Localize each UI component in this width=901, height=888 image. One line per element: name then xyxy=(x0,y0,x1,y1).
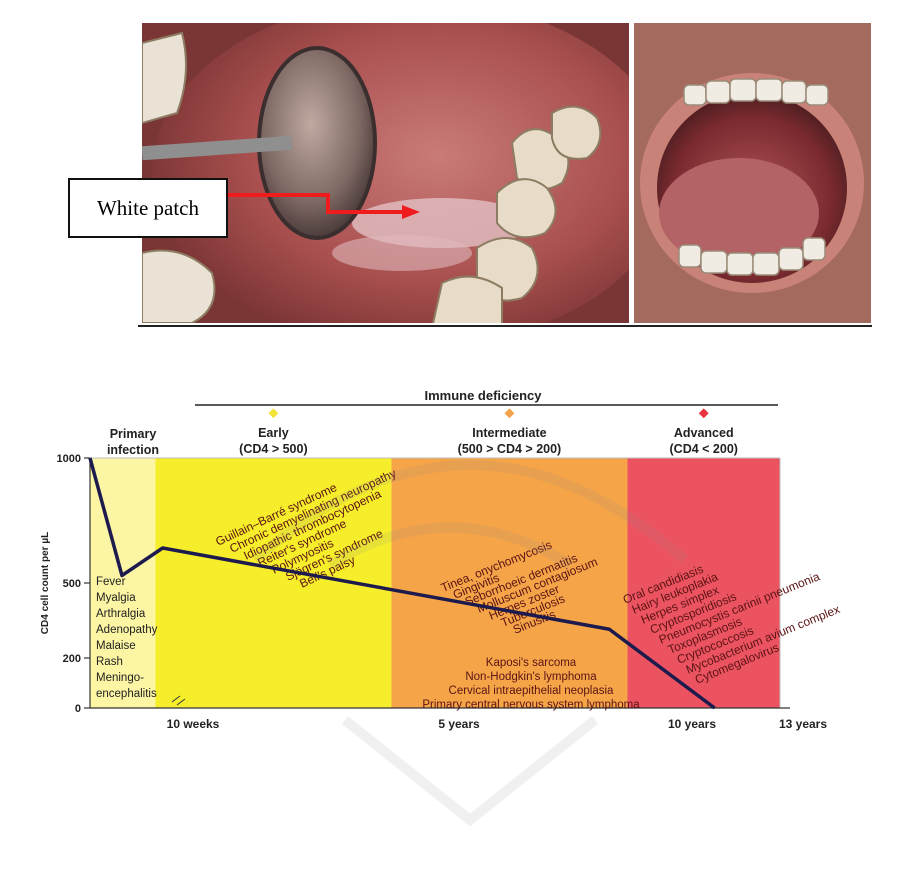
stage-marker-4 xyxy=(698,408,709,419)
y-tick-label: 0 xyxy=(75,703,81,715)
white-patch-label: White patch xyxy=(68,178,228,238)
y-axis: 0 200 500 1000 xyxy=(57,453,91,715)
primary-symptom: Fever xyxy=(96,576,126,588)
photo-underline xyxy=(138,325,872,327)
callout-arrow xyxy=(228,193,420,219)
stage-titles: Primary infection Early (CD4 > 500) Intermed… xyxy=(107,408,738,457)
primary-symptom: Meningo- xyxy=(96,672,144,684)
stage-title-3: Intermediate xyxy=(472,426,546,440)
stage-title-primary-2: infection xyxy=(107,443,159,457)
stage-band-4 xyxy=(627,458,780,708)
malignancy-label: Non-Hodgkin's lymphoma xyxy=(465,671,597,683)
stage-range-3: (500 > CD4 > 200) xyxy=(458,442,562,456)
axis-break-mark xyxy=(171,695,186,706)
x-tick-label: 10 weeks xyxy=(167,717,220,731)
stage-title-4: Advanced xyxy=(674,426,734,440)
primary-symptom: Myalgia xyxy=(96,592,136,604)
stage-band-3 xyxy=(391,458,628,708)
primary-symptom: Arthralgia xyxy=(96,608,146,620)
chart-header: Immune deficiency xyxy=(424,388,542,403)
stage-bands xyxy=(90,458,780,708)
malignancy-label: Cervical intraepithelial neoplasia xyxy=(449,685,615,697)
stage-range-4: (CD4 < 200) xyxy=(670,442,738,456)
stage-title-primary-1: Primary xyxy=(110,427,157,441)
primary-symptom: encephalitis xyxy=(96,688,157,700)
y-tick-label: 1000 xyxy=(57,453,81,465)
x-axis: 10 weeks 5 years 10 years 13 years xyxy=(90,695,827,731)
primary-symptom: Rash xyxy=(96,656,123,668)
cd4-progression-chart: Immune deficiency Primary infection Early (… xyxy=(40,388,842,731)
malignancy-label: Kaposi's sarcoma xyxy=(486,657,577,669)
malignancy-label: Primary central nervous system lymphoma xyxy=(422,699,640,711)
primary-symptom: Malaise xyxy=(96,640,136,652)
stage-title-2: Early xyxy=(258,426,289,440)
x-tick-label: 10 years xyxy=(668,717,716,731)
y-axis-label: CD4 cell count per µL xyxy=(40,532,51,634)
stage-range-2: (CD4 > 500) xyxy=(239,442,307,456)
stage-marker-2 xyxy=(268,408,279,419)
cd4-count-line xyxy=(88,457,716,710)
primary-symptom: Adenopathy xyxy=(96,624,158,636)
x-tick-label: 13 years xyxy=(779,717,827,731)
stage-marker-3 xyxy=(504,408,515,419)
x-tick-label: 5 years xyxy=(438,717,480,731)
y-tick-label: 200 xyxy=(63,653,81,665)
y-tick-label: 500 xyxy=(63,578,81,590)
oral-photo-open-mouth xyxy=(634,23,871,323)
